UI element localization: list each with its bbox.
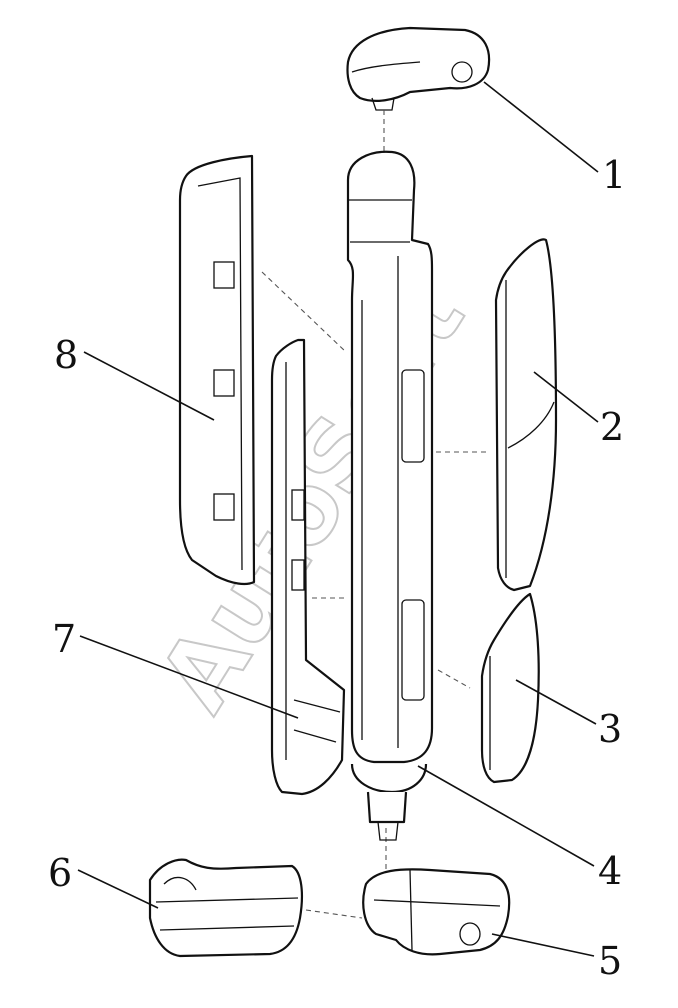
part-1-top-cap (346, 26, 491, 111)
callout-5: 5 (598, 939, 622, 983)
part-7-inner-bracket (270, 338, 346, 796)
callout-2: 2 (600, 405, 624, 449)
part-2-upper-glass (494, 238, 558, 592)
part-4-main-housing (346, 150, 434, 841)
leader-4 (417, 765, 595, 867)
callout-8: 8 (54, 333, 78, 377)
leader-3 (515, 679, 597, 725)
leader-2 (533, 371, 599, 423)
leader-5 (491, 933, 595, 957)
callout-3: 3 (598, 707, 622, 751)
assembly-line-8 (261, 271, 347, 353)
assembly-line-6 (305, 909, 363, 919)
assembly-line-3 (437, 669, 471, 689)
part-5-base-mount (362, 868, 511, 956)
part-3-lower-glass (480, 592, 540, 784)
leader-6 (77, 869, 159, 909)
leader-1 (483, 81, 599, 173)
part-8-rear-cover (178, 154, 256, 586)
callout-4: 4 (598, 849, 622, 893)
callout-7: 7 (52, 617, 76, 661)
callout-1: 1 (602, 153, 626, 197)
part-6-lower-cover (148, 858, 303, 958)
leader-7 (79, 635, 299, 719)
leader-8 (83, 351, 215, 421)
callout-6: 6 (48, 851, 72, 895)
